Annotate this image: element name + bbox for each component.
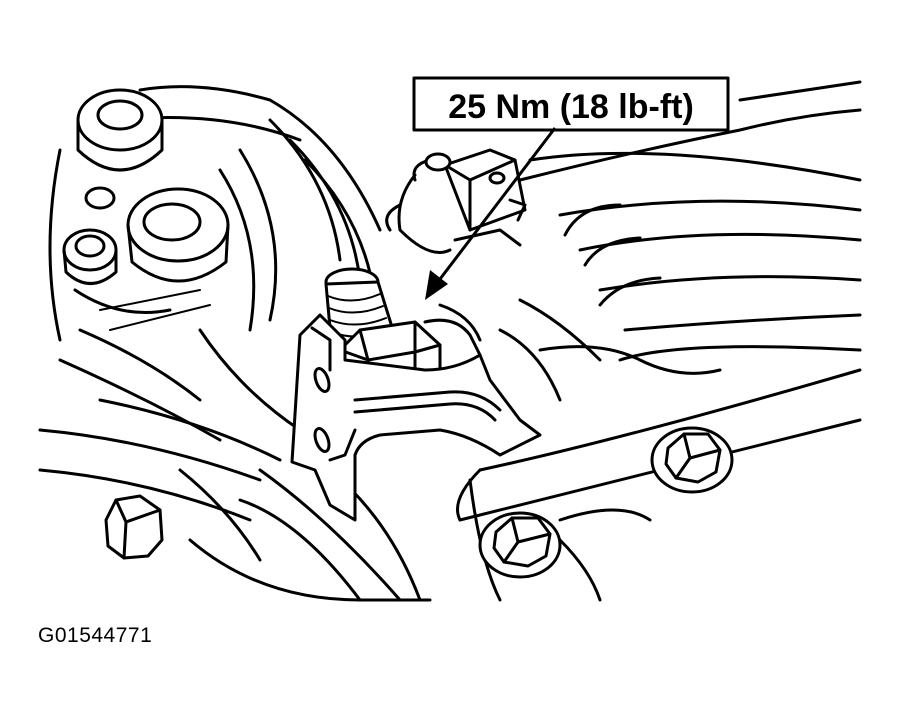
engine-housing [38,85,432,602]
ribbed-casting [498,80,862,402]
figure-id: G01544771 [38,624,153,647]
leader-arrow [425,127,557,300]
lower-flange [456,368,862,602]
mounting-bracket-icon [290,303,542,522]
torque-label: 25 Nm (18 lb-ft) [448,88,694,126]
center-fittings [385,148,527,254]
upper-bosses [62,88,230,285]
hex-bolt-icon [650,426,734,494]
torque-callout: 25 Nm (18 lb-ft) [412,76,730,132]
hex-bolt-icon [104,494,164,560]
hex-bolt-icon [478,511,562,579]
